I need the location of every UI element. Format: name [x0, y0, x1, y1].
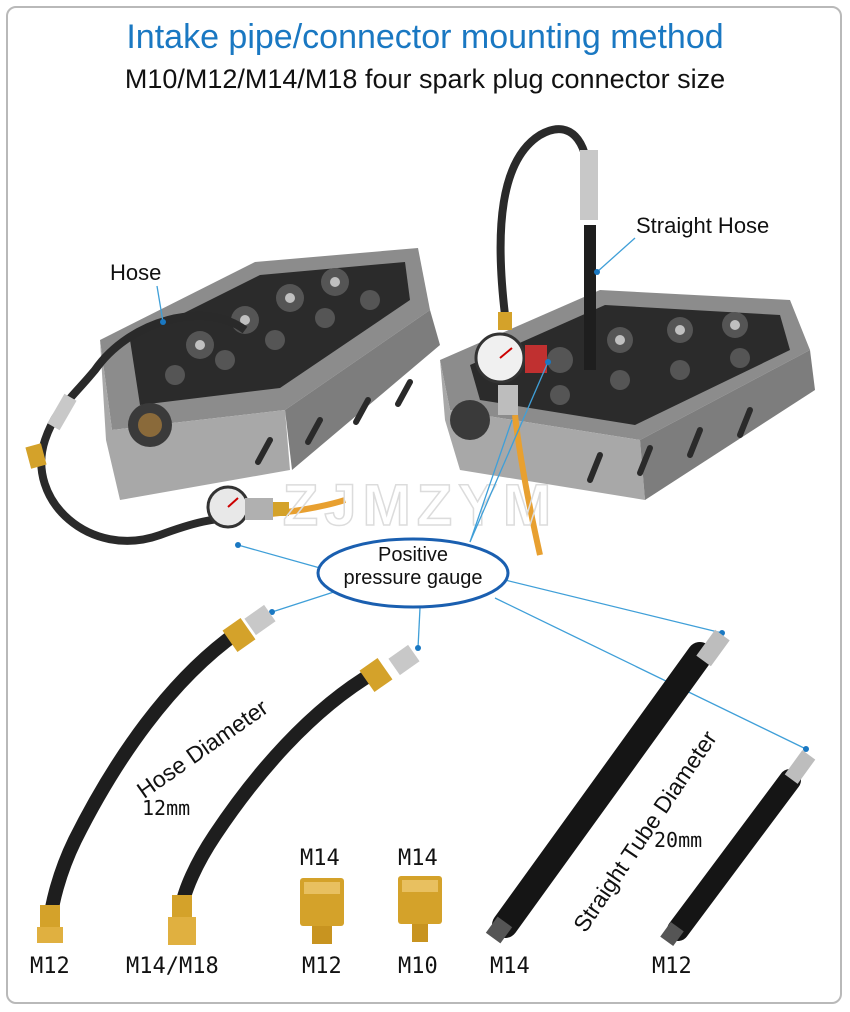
watermark-text: ZJMZYM: [283, 473, 557, 538]
straight-tube-m12: [660, 750, 816, 946]
product-frame: [6, 6, 842, 1004]
hose-m12: [37, 604, 276, 943]
left-assembly-hose: [25, 312, 346, 545]
left-engine-head: [100, 248, 440, 500]
adapter-m14-m12: [300, 878, 344, 944]
adapter1-bottom-size: M12: [302, 954, 342, 979]
tube2-size-label: M12: [652, 954, 692, 979]
callout-dots: [160, 269, 809, 752]
gauge-callout-ellipse: [316, 537, 510, 609]
right-engine-head: [440, 290, 815, 500]
callout-lines: [156, 237, 807, 750]
hose-m14-m18: [168, 644, 420, 945]
hose-diameter-value: 12mm: [142, 796, 191, 820]
tube-diameter-value: 20mm: [654, 828, 703, 852]
tube1-size-label: M14: [490, 954, 530, 979]
adapter-m14-m10: [398, 876, 442, 942]
hose2-size-label: M14/M18: [126, 954, 219, 979]
pressure-gauge-line2: pressure gauge: [343, 567, 483, 589]
straight-tube-m14: [485, 629, 730, 944]
left-pressure-gauge: [206, 485, 289, 529]
hose-callout-label: Hose: [110, 260, 162, 285]
right-assembly: [496, 125, 598, 556]
page-title: Intake pipe/connector mounting method: [126, 18, 724, 56]
adapter2-top-size: M14: [398, 846, 438, 871]
hose1-size-label: M12: [30, 954, 70, 979]
adapter2-bottom-size: M10: [398, 954, 438, 979]
straight-hose-callout-label: Straight Hose: [636, 213, 770, 238]
pressure-gauge-line1: Positive: [377, 544, 449, 566]
adapter1-top-size: M14: [300, 846, 340, 871]
page-subtitle: M10/M12/M14/M18 four spark plug connecto…: [124, 64, 726, 94]
right-pressure-gauge: [474, 332, 547, 415]
pressure-gauge-callout-label: Positive pressure gauge: [318, 544, 508, 590]
